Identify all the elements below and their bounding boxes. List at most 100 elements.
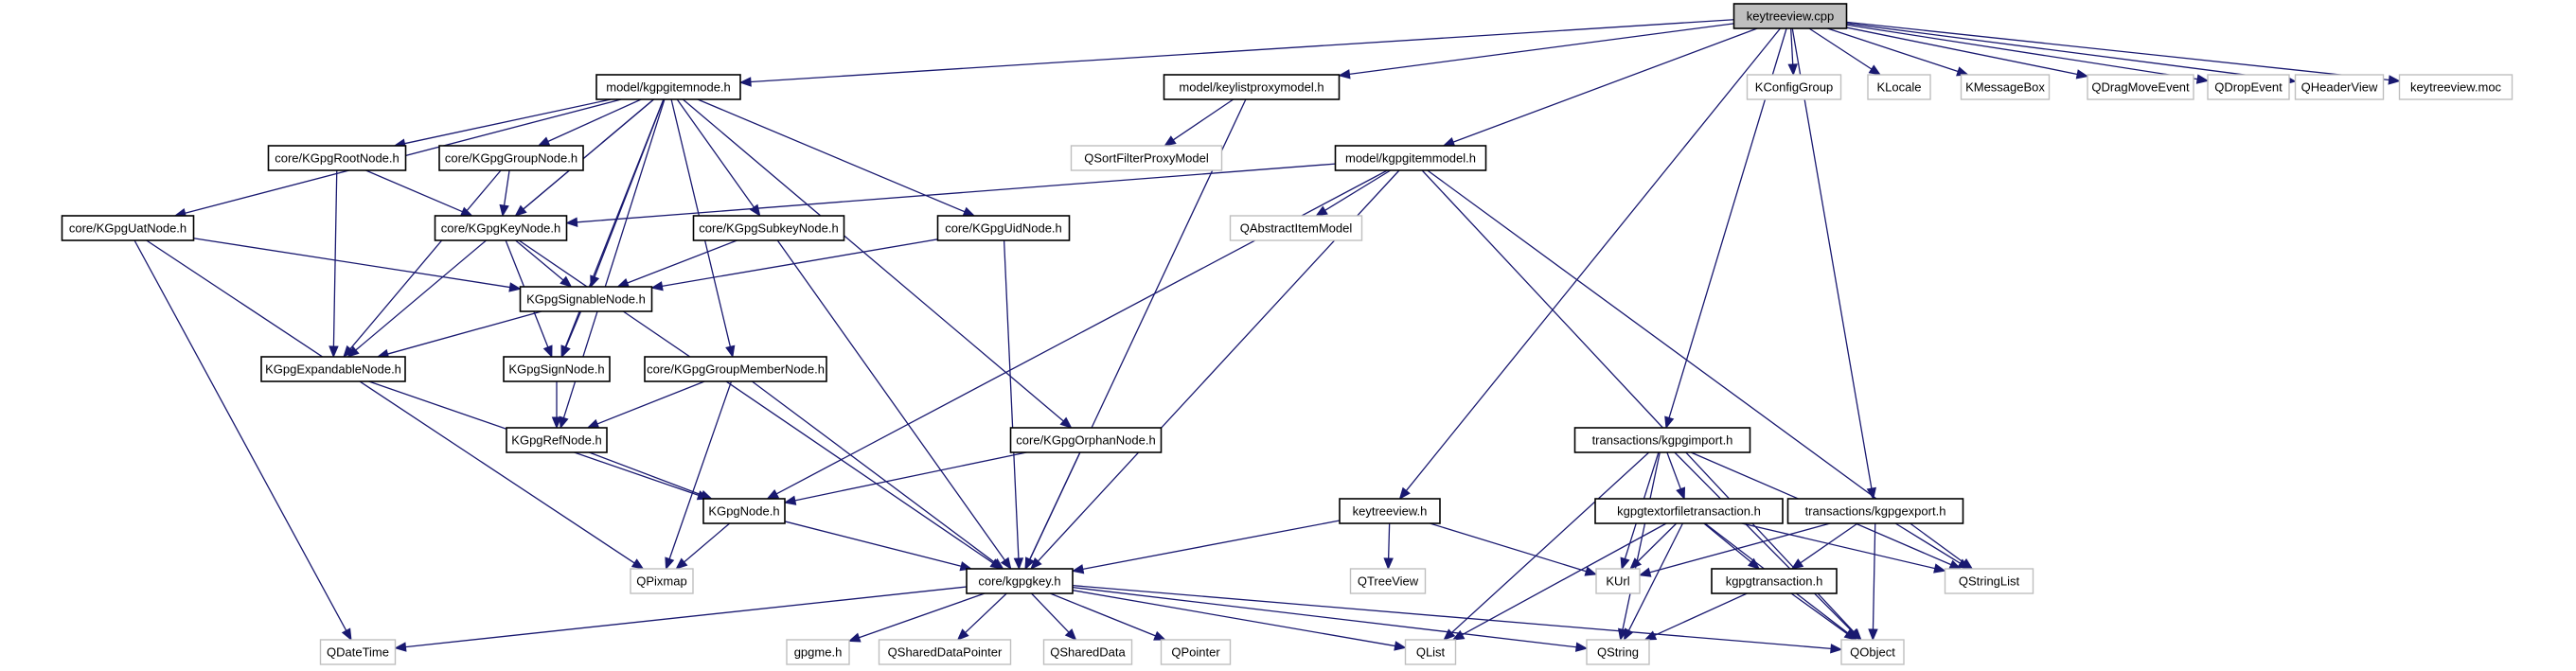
arrowhead-icon — [1315, 205, 1328, 217]
arrowhead-icon — [1664, 415, 1675, 430]
edge-textorfile-to-qstringlist — [1741, 522, 1946, 574]
node-label: KGpgRefNode.h — [511, 433, 601, 448]
node-box — [1840, 639, 1905, 665]
node-box — [1404, 639, 1457, 665]
graph-node-groupnode[interactable]: core/KGpgGroupNode.h — [438, 145, 584, 171]
edge-line — [1827, 27, 1959, 73]
edge-import-to-qobject — [1674, 451, 1862, 641]
edge-line — [1452, 27, 1758, 143]
edge-line — [1462, 522, 1667, 636]
edge-line — [1349, 23, 1734, 76]
edge-line — [547, 98, 642, 143]
node-box — [506, 427, 608, 453]
graph-node-kmessagebox: KMessageBox — [1960, 74, 2051, 100]
node-box — [595, 74, 741, 100]
edge-line — [1790, 592, 1848, 635]
graph-node-textorfile[interactable]: kgpgtextorfiletransaction.h — [1594, 498, 1784, 524]
graph-node-keytreeviewh[interactable]: keytreeview.h — [1339, 498, 1441, 524]
edge-textorfile-to-qlist — [1451, 522, 1667, 641]
edge-rootnode-to-keynode — [365, 169, 473, 217]
arrowhead-icon — [2388, 75, 2401, 85]
node-label: QDragMoveEvent — [2091, 80, 2190, 95]
edge-line — [1622, 451, 1661, 630]
arrowhead-icon — [1830, 644, 1843, 654]
edge-gpgnode-to-qpixmap — [675, 522, 731, 570]
graph-node-refnode[interactable]: KGpgRefNode.h — [506, 427, 608, 453]
edge-kgpgkey-to-qstring — [1072, 587, 1589, 652]
edge-line — [1800, 522, 1858, 564]
graph-node-transaction[interactable]: kgpgtransaction.h — [1711, 568, 1838, 594]
node-label: keytreeview.cpp — [1747, 9, 1835, 24]
node-box — [519, 286, 653, 312]
edge-textorfile-to-kurl — [1629, 522, 1678, 570]
node-label: QString — [1597, 645, 1639, 660]
node-label: keytreeview.moc — [2410, 80, 2502, 95]
node-box — [1746, 74, 1842, 100]
edge-uidnode-to-kgpgkey — [1003, 239, 1024, 571]
node-box — [61, 215, 195, 241]
node-box — [1867, 74, 1931, 100]
edge-root-to-itemmodel — [1442, 27, 1758, 147]
graph-node-keynode[interactable]: core/KGpgKeyNode.h — [434, 215, 568, 241]
arrowhead-icon — [329, 345, 339, 359]
arrowhead-icon — [962, 206, 976, 217]
graph-node-gpgnode[interactable]: KGpgNode.h — [702, 498, 786, 524]
graph-node-kgpgkey[interactable]: core/kgpgkey.h — [966, 568, 1074, 594]
graph-node-proxymodel[interactable]: model/keylistproxymodel.h — [1163, 74, 1341, 100]
node-box — [786, 639, 850, 665]
edge-line — [503, 169, 510, 206]
graph-node-qshareddata: QSharedData — [1042, 639, 1133, 665]
edge-export-to-transaction — [1790, 522, 1858, 570]
graph-node-qheaderview: QHeaderView — [2294, 74, 2385, 100]
graph-node-rootnode[interactable]: core/KGpgRootNode.h — [267, 145, 407, 171]
arrowhead-icon — [847, 632, 862, 643]
node-box — [1339, 498, 1441, 524]
edge-line — [1846, 24, 2198, 80]
edge-signnode-to-refnode — [551, 381, 562, 430]
node-label: transactions/kgpgexport.h — [1805, 504, 1946, 519]
graph-node-root[interactable]: keytreeview.cpp — [1732, 3, 1848, 29]
node-box — [702, 498, 786, 524]
arrowhead-icon — [749, 203, 761, 218]
node-box — [1042, 639, 1133, 665]
graph-node-signablenode[interactable]: KGpgSignableNode.h — [519, 286, 653, 312]
graph-node-uatnode[interactable]: core/KGpgUatNode.h — [61, 215, 195, 241]
edge-root-to-qdragmove — [1846, 26, 2089, 79]
edge-proxymodel-to-qsortfilter — [1164, 98, 1235, 147]
node-box — [1711, 568, 1838, 594]
graph-node-uidnode[interactable]: core/KGpgUidNode.h — [936, 215, 1071, 241]
graph-node-expandablenode[interactable]: KGpgExpandableNode.h — [260, 356, 406, 382]
edge-keytreeviewh-to-kurl — [1430, 522, 1598, 576]
edge-line — [784, 521, 962, 567]
arrowhead-icon — [1451, 629, 1466, 641]
graph-node-groupmembernode[interactable]: core/KGpgGroupMemberNode.h — [644, 356, 827, 382]
node-label: QAbstractItemModel — [1240, 221, 1353, 236]
graph-node-itemmodel[interactable]: model/kgpgitemmodel.h — [1334, 145, 1487, 171]
arrowhead-icon — [1398, 486, 1411, 501]
node-box — [1070, 145, 1223, 171]
arrowhead-icon — [559, 415, 569, 430]
graph-node-import[interactable]: transactions/kgpgimport.h — [1573, 427, 1751, 453]
graph-node-orphannode[interactable]: core/KGpgOrphanNode.h — [1009, 427, 1163, 453]
edge-line — [1649, 522, 1831, 574]
graph-node-export[interactable]: transactions/kgpgexport.h — [1786, 498, 1964, 524]
node-label: gpgme.h — [794, 645, 843, 660]
graph-node-itemnode[interactable]: model/kgpgitemnode.h — [595, 74, 741, 100]
node-box — [2207, 74, 2290, 100]
node-box — [936, 215, 1071, 241]
edge-line — [1790, 27, 1794, 65]
arrowhead-icon — [1059, 416, 1073, 429]
arrowhead-icon — [1030, 556, 1042, 570]
edge-groupnode-to-keynode — [499, 169, 510, 218]
edge-signablenode-to-expandablenode — [376, 310, 542, 359]
edge-line — [1072, 585, 1832, 649]
graph-node-signnode[interactable]: KGpgSignNode.h — [503, 356, 611, 382]
edge-line — [589, 451, 702, 496]
graph-node-subkeynode[interactable]: core/KGpgSubkeyNode.h — [692, 215, 845, 241]
arrowhead-icon — [1153, 630, 1166, 641]
edge-subkeynode-to-signablenode — [616, 239, 737, 288]
edge-kgpgkey-to-qdatetime — [394, 586, 968, 652]
edge-line — [365, 169, 463, 213]
node-box — [438, 145, 584, 171]
